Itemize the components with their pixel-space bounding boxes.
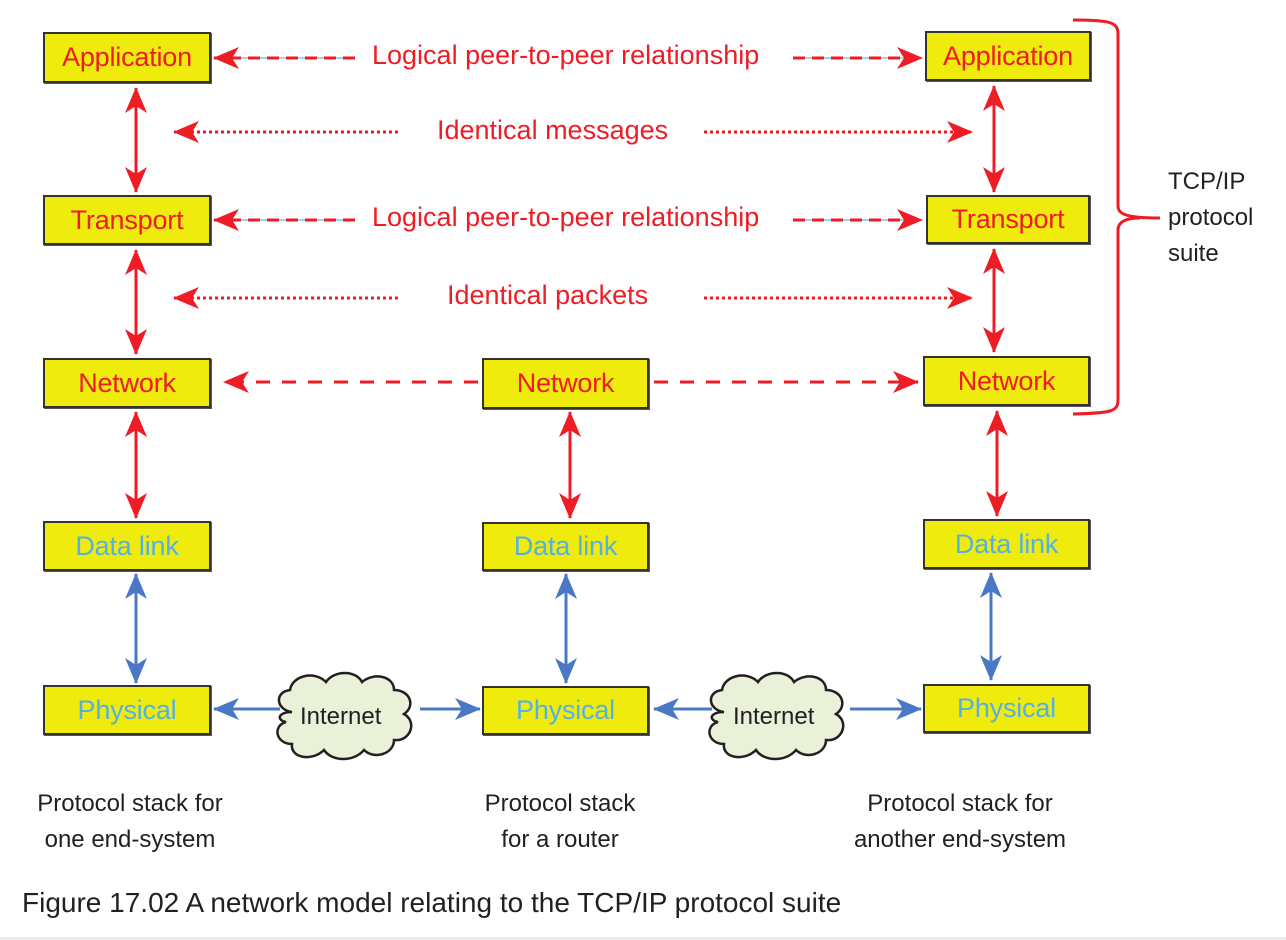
- identical-messages-label: Identical messages: [437, 115, 669, 145]
- router-stack-caption-line1: Protocol stack: [484, 790, 636, 817]
- tcpip-suite-line1: TCP/IP: [1168, 168, 1246, 195]
- left-transport-box: Transport: [43, 195, 211, 245]
- internet-cloud-right-label: Internet: [733, 703, 815, 730]
- tcpip-suite-line2: protocol: [1168, 204, 1254, 231]
- left-datalink-box: Data link: [43, 521, 211, 571]
- tcpip-suite-line3: suite: [1168, 240, 1219, 267]
- router-network-box: Network: [482, 358, 649, 409]
- right-datalink-box: Data link: [923, 519, 1090, 569]
- router-physical-box: Physical: [482, 686, 649, 735]
- router-network-label: Network: [516, 368, 615, 398]
- tcpip-suite-label: TCP/IP protocol suite: [1168, 164, 1253, 272]
- left-transport-label: Transport: [70, 204, 184, 235]
- right-network-box: Network: [923, 356, 1090, 406]
- right-physical-label: Physical: [957, 693, 1056, 723]
- figure-caption: Figure 17.02 A network model relating to…: [22, 887, 842, 918]
- left-stack-caption-line2: one end-system: [44, 826, 216, 853]
- left-application-label: Application: [62, 42, 192, 72]
- left-stack-caption: Protocol stack for one end-system: [20, 786, 240, 858]
- router-stack-caption-line2: for a router: [501, 826, 619, 853]
- tcpip-suite-brace: [1072, 18, 1161, 416]
- application-peer-label: Logical peer-to-peer relationship: [372, 40, 760, 70]
- right-stack-caption-line2: another end-system: [853, 826, 1067, 853]
- right-application-box: Application: [925, 31, 1091, 81]
- left-stack-caption-line1: Protocol stack for: [37, 790, 223, 817]
- left-physical-label: Physical: [77, 694, 177, 725]
- router-datalink-box: Data link: [482, 522, 649, 571]
- left-physical-box: Physical: [43, 685, 211, 735]
- right-datalink-label: Data link: [954, 528, 1059, 559]
- router-physical-label: Physical: [516, 695, 615, 725]
- right-stack-caption: Protocol stack for another end-system: [830, 786, 1090, 858]
- right-physical-box: Physical: [923, 684, 1090, 733]
- identical-packets-label: Identical packets: [447, 280, 649, 310]
- left-application-box: Application: [43, 32, 211, 83]
- right-transport-box: Transport: [926, 195, 1090, 244]
- left-datalink-label: Data link: [75, 530, 179, 561]
- router-stack-caption: Protocol stack for a router: [460, 786, 660, 858]
- right-transport-label: Transport: [951, 204, 1065, 234]
- right-application-label: Application: [943, 40, 1073, 71]
- left-network-box: Network: [43, 358, 211, 408]
- internet-cloud-right: [708, 671, 845, 761]
- right-stack-caption-line1: Protocol stack for: [867, 790, 1053, 817]
- internet-cloud-left: [276, 671, 413, 761]
- internet-cloud-left-label: Internet: [300, 703, 382, 730]
- transport-peer-label: Logical peer-to-peer relationship: [372, 202, 760, 232]
- right-network-label: Network: [957, 365, 1056, 396]
- bottom-divider: [0, 937, 1286, 940]
- left-network-label: Network: [78, 367, 176, 398]
- router-datalink-label: Data link: [513, 531, 618, 561]
